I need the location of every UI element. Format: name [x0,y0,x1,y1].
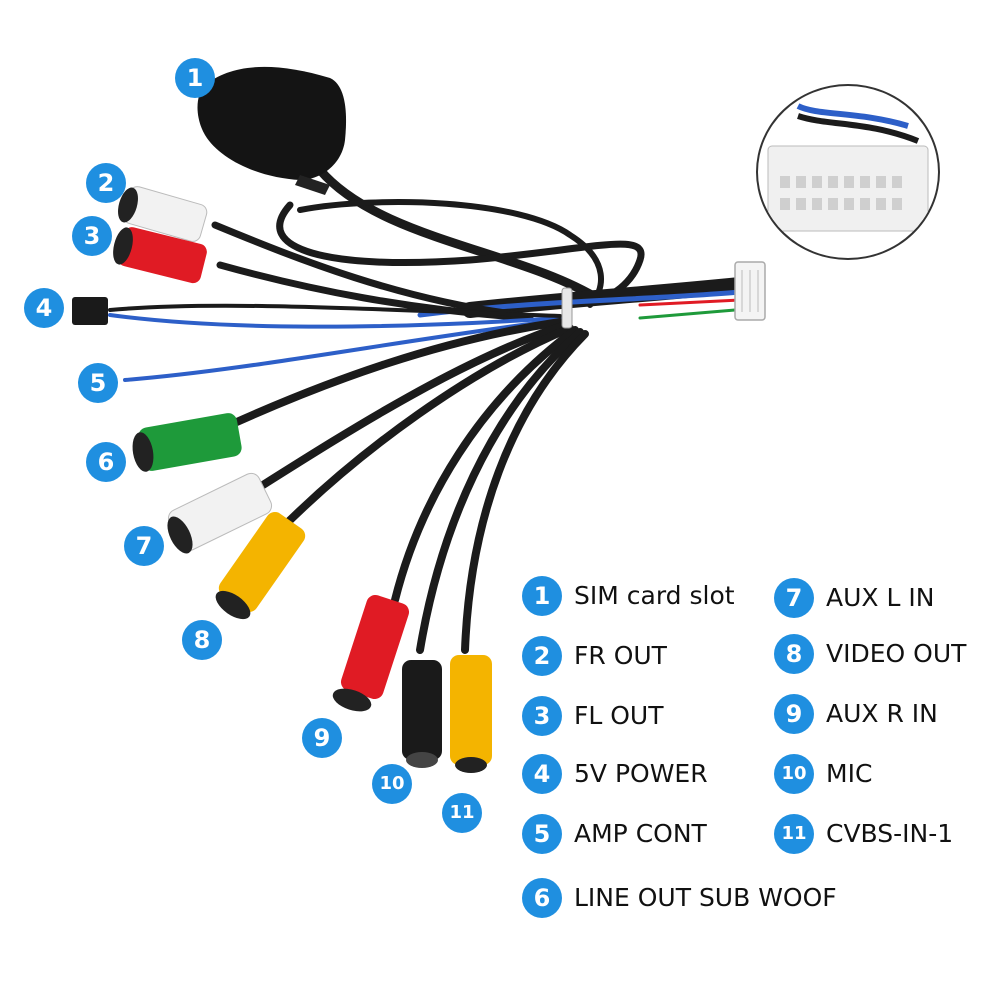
legend-label: SIM card slot [574,581,735,610]
rca-video-out [215,511,306,620]
wire-line-out [226,318,564,429]
legend-label: AUX L IN [826,583,935,612]
legend-label: VIDEO OUT [826,639,967,668]
callout-1: 1 [175,58,215,98]
legend-label: AUX R IN [826,699,938,728]
callout-3: 3 [72,216,112,256]
callout-2: 2 [86,163,126,203]
legend-badge: 5 [522,814,562,854]
wire-5v-power [108,313,562,329]
cable-tie [561,287,573,329]
legend-badge: 4 [522,754,562,794]
legend-badge: 1 [522,576,562,616]
callout-11: 11 [442,793,482,833]
callout-6: 6 [86,442,126,482]
legend-badge: 11 [774,814,814,854]
legend-label: 5V POWER [574,759,708,788]
green-wire-tail [638,308,737,320]
rca-line-out [132,413,242,472]
rca-cvbs [450,655,492,773]
cable-loop-outer [276,201,645,304]
connector-closeup [756,84,940,260]
legend-label: FR OUT [574,641,667,670]
callout-7: 7 [124,526,164,566]
legend-label: FL OUT [574,701,664,730]
wire-video-out [276,324,574,534]
sim-module-icon [197,66,347,195]
main-cable-loop [315,165,605,305]
red-wire-tail [638,298,742,307]
callout-10: 10 [372,764,412,804]
callout-8: 8 [182,620,222,660]
legend-badge: 9 [774,694,814,734]
legend-badge: 8 [774,634,814,674]
wire-fr-out [211,221,524,319]
wire-cvbs [461,330,589,654]
wire-5v-power-black [108,303,562,318]
rca-aux-r [332,594,410,712]
legend-label: CVBS-IN-1 [826,819,954,848]
rca-fr-out [118,186,208,242]
rca-mic [402,660,442,768]
wire-harness-connector-icon [767,103,929,232]
legend-badge: 3 [522,696,562,736]
legend-label: LINE OUT SUB WOOF [574,883,837,912]
power-plug-icon [72,297,108,325]
legend-badge: 10 [774,754,814,794]
cable-bundle [108,165,748,654]
callout-9: 9 [302,718,342,758]
callout-5: 5 [78,363,118,403]
rca-fl-out [113,227,207,284]
legend-badge: 7 [774,578,814,618]
wire-aux-r [391,326,579,604]
legend-badge: 2 [522,636,562,676]
legend-badge: 6 [522,878,562,918]
wire-harness-connector-icon [734,261,766,321]
legend-label: AMP CONT [574,819,707,848]
wire-amp-cont [123,318,562,382]
cable-loop-inner [297,199,604,308]
legend-label: MIC [826,759,873,788]
wire-mic [416,328,584,654]
wire-aux-l [251,321,569,494]
callout-4: 4 [24,288,64,328]
rca-aux-l [167,472,273,554]
